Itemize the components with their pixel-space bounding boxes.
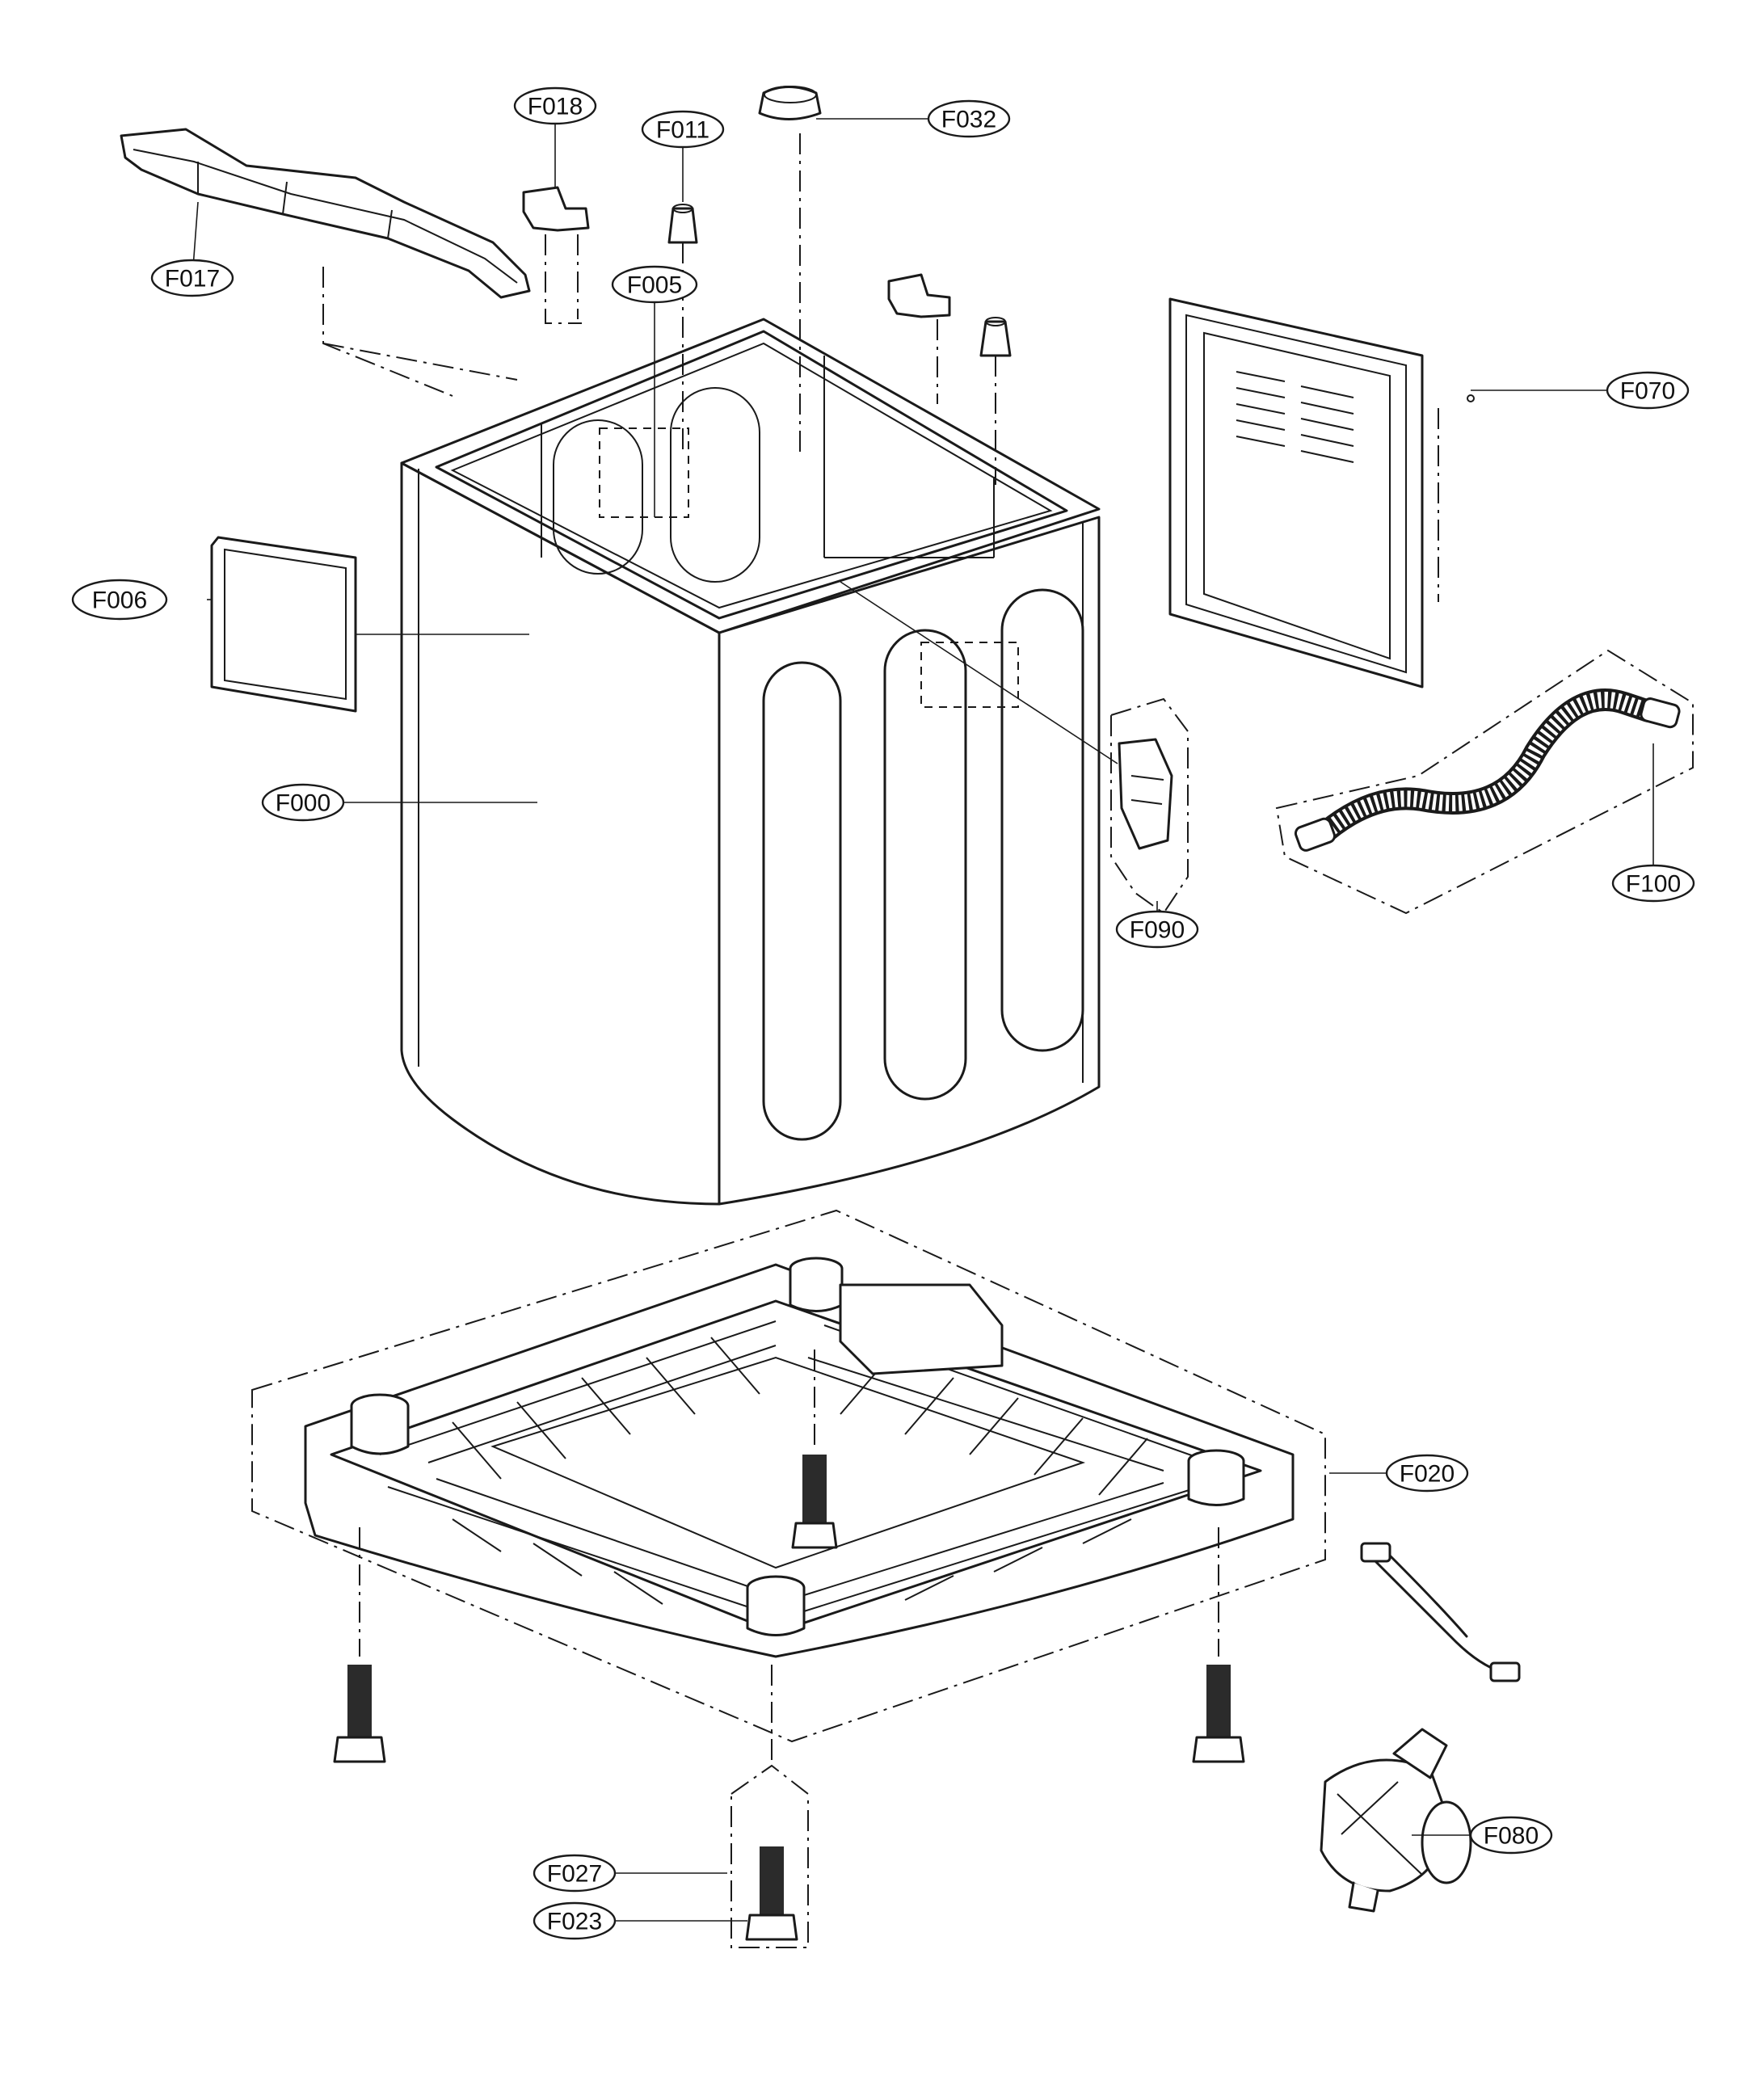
svg-text:F011: F011 <box>656 117 709 144</box>
svg-text:F070: F070 <box>1620 378 1675 405</box>
part-label-f023: F023 <box>533 1901 617 1940</box>
svg-text:F005: F005 <box>627 272 682 299</box>
svg-text:F017: F017 <box>165 266 220 293</box>
svg-text:F080: F080 <box>1484 1823 1539 1850</box>
svg-text:F100: F100 <box>1626 871 1681 898</box>
svg-text:F018: F018 <box>528 94 583 120</box>
leveling-bolts <box>333 1349 1245 1948</box>
cabinet-f000 <box>400 318 1101 1206</box>
bumper-f011 <box>667 204 1012 485</box>
part-label-f090: F090 <box>1115 910 1199 949</box>
svg-text:F027: F027 <box>547 1861 602 1888</box>
panel-f006 <box>210 536 357 713</box>
svg-text:F023: F023 <box>547 1909 602 1935</box>
part-label-f100: F100 <box>1611 864 1695 903</box>
part-label-f006: F006 <box>71 579 168 621</box>
part-label-f027: F027 <box>533 1854 617 1893</box>
part-label-f080: F080 <box>1469 1816 1553 1855</box>
part-label-f020: F020 <box>1385 1454 1469 1493</box>
part-label-f032: F032 <box>927 99 1011 138</box>
latch-f018 <box>522 186 951 404</box>
svg-text:F020: F020 <box>1400 1461 1455 1488</box>
back-cover-f070 <box>1168 297 1475 688</box>
part-label-f011: F011 <box>641 110 725 149</box>
base-frame-f020 <box>251 1209 1326 1743</box>
svg-text:F090: F090 <box>1130 917 1185 944</box>
part-label-f018: F018 <box>513 86 597 125</box>
clamp-f032 <box>758 86 822 453</box>
svg-text:F032: F032 <box>941 107 996 133</box>
part-label-f005: F005 <box>611 265 698 304</box>
drain-pump-f080 <box>1320 1728 1472 1913</box>
part-label-f070: F070 <box>1606 371 1690 410</box>
wire-harness <box>1360 1542 1521 1682</box>
switch-f090 <box>840 581 1189 915</box>
part-label-f000: F000 <box>261 783 345 822</box>
svg-text:F000: F000 <box>276 790 330 817</box>
svg-text:F006: F006 <box>92 587 147 614</box>
drain-hose-f100 <box>1275 649 1694 915</box>
part-label-f017: F017 <box>150 259 234 297</box>
top-bracket-f017 <box>120 128 531 397</box>
